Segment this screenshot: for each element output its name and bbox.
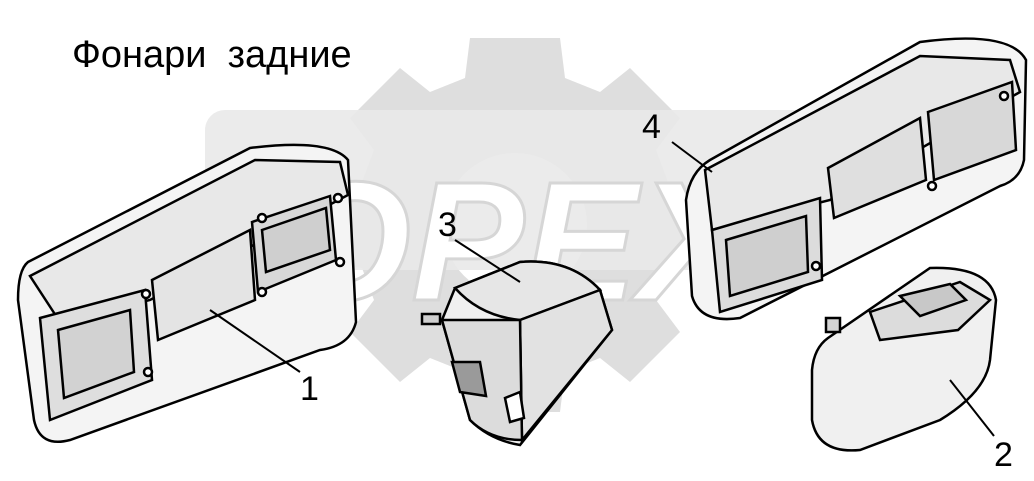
lamp-3-side-light — [420, 239, 614, 447]
callout-1: 1 — [300, 370, 319, 408]
callout-3: 3 — [438, 206, 457, 244]
lamp-2-marker-light — [810, 266, 998, 452]
watermark-gear-logo — [205, 38, 825, 412]
callout-4: 4 — [642, 108, 661, 146]
lamp-1-rear-light — [16, 143, 358, 443]
callout-2: 2 — [994, 436, 1013, 474]
page-title: Фонари задние — [72, 34, 352, 76]
lamp-4-rear-light — [671, 37, 1028, 321]
